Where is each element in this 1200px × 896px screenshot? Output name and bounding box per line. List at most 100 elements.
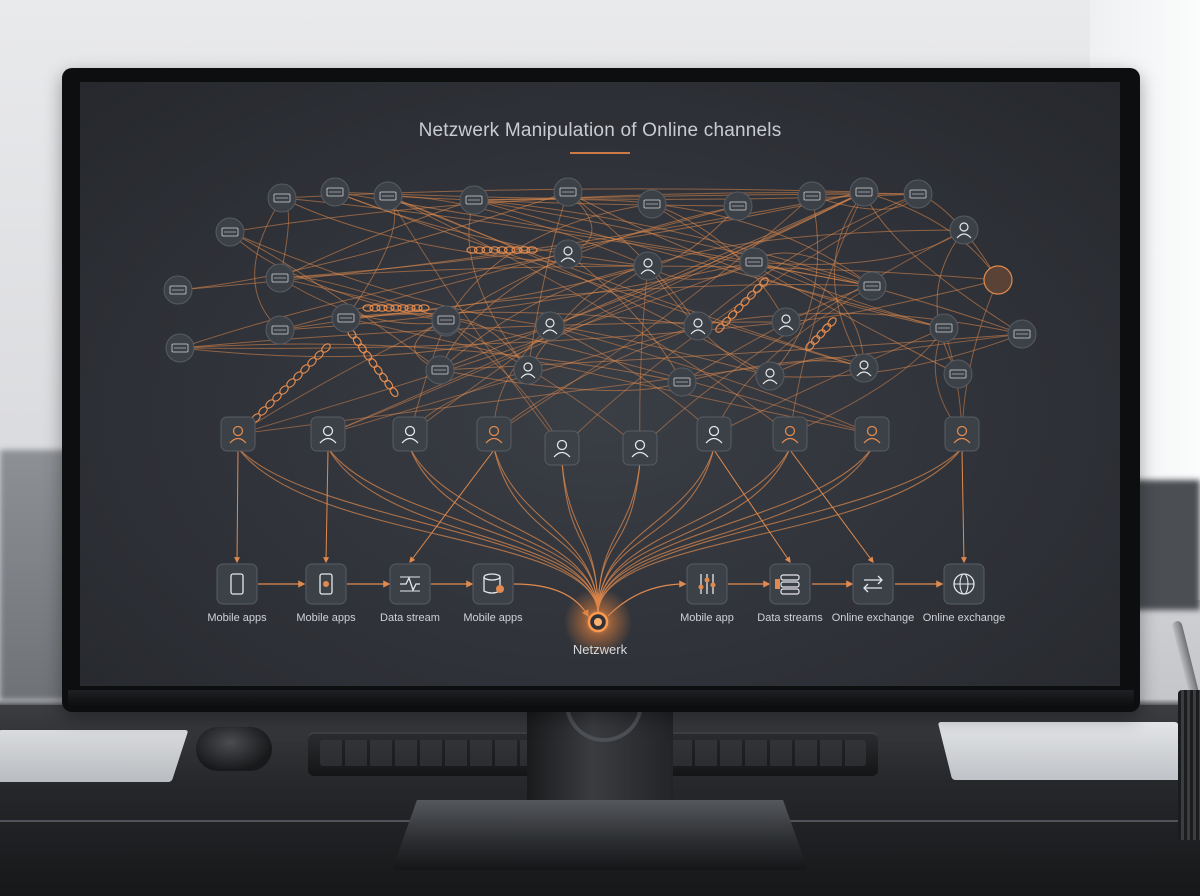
network-link [281, 197, 649, 267]
channel-node [265, 315, 295, 345]
channel-card [216, 563, 258, 605]
channel-node [739, 247, 769, 277]
network-link [179, 343, 683, 383]
channel-node [373, 181, 403, 211]
network-link [769, 195, 819, 377]
channel-node [929, 313, 959, 343]
network-links [177, 188, 1023, 618]
channel-card [852, 563, 894, 605]
hub-link [597, 447, 715, 615]
network-link [281, 197, 873, 287]
channel-card [305, 563, 347, 605]
background-shelf [0, 450, 70, 700]
channel-node [215, 217, 245, 247]
network-link [387, 195, 650, 267]
network-link [527, 263, 650, 371]
network-link [785, 278, 1000, 323]
profile-card [310, 416, 346, 452]
network-link [229, 231, 551, 327]
network-link [438, 367, 683, 392]
network-diagram [163, 177, 1037, 656]
chain-link-decoration [805, 317, 837, 351]
channel-label: Mobile apps [296, 612, 356, 624]
channel-node [431, 305, 461, 335]
network-link [472, 198, 945, 329]
channel-node [849, 177, 879, 207]
hub-link [237, 447, 599, 615]
network-link [445, 203, 653, 323]
channel-node [1007, 319, 1037, 349]
profile-card [854, 416, 890, 452]
profile-card [220, 416, 256, 452]
chain-link-decoration [362, 304, 430, 312]
network-link [769, 333, 1023, 378]
profile-card [696, 416, 732, 452]
channel-node [723, 191, 753, 221]
channel-node [165, 333, 195, 363]
hub-link [327, 447, 599, 615]
channel-node [903, 179, 933, 209]
hub-link [327, 447, 599, 615]
network-link [936, 229, 965, 375]
network-link [237, 333, 1023, 435]
network-link [863, 191, 1023, 335]
chain-link-decoration [347, 328, 399, 398]
person-icon [553, 239, 583, 269]
channel-node [553, 177, 583, 207]
channel-label: Mobile app [680, 612, 734, 624]
channel-node [267, 183, 297, 213]
network-link [468, 199, 529, 371]
drop-link [713, 449, 791, 563]
network-link [651, 203, 873, 287]
hub-link [493, 447, 599, 615]
network-link [387, 195, 563, 449]
channel-node [320, 177, 350, 207]
person-icon [553, 439, 571, 458]
channel-node [265, 263, 295, 293]
channel-card [943, 563, 985, 605]
profile-card [622, 430, 658, 466]
hub-link [409, 447, 599, 615]
hub-link [597, 447, 873, 615]
network-link [279, 284, 873, 331]
network-link [279, 199, 475, 279]
network-link [651, 203, 787, 323]
network-link [229, 231, 441, 371]
title-underline [570, 152, 630, 154]
background-chair [1130, 480, 1200, 610]
channel-card [389, 563, 431, 605]
monitor-stand-base [392, 800, 808, 870]
network-nodes [163, 177, 1037, 605]
person-icon [633, 251, 663, 281]
desk-paper-right [937, 722, 1193, 780]
profile-card [944, 416, 980, 452]
data-stream-icon [400, 576, 420, 592]
person-icon [953, 425, 971, 444]
channel-label: Data streams [757, 612, 823, 624]
drop-link [409, 449, 495, 563]
network-link [789, 327, 945, 435]
network-link [345, 311, 699, 327]
channel-card [472, 563, 514, 605]
network-link [327, 191, 865, 435]
network-link [387, 195, 740, 209]
network-link [327, 191, 865, 435]
hub-link [237, 447, 599, 615]
hub-link [597, 447, 963, 615]
mobile-app-icon [319, 573, 333, 595]
chain-link-decoration [251, 343, 331, 423]
network-link [639, 265, 649, 449]
person-icon [949, 215, 979, 245]
channel-node [163, 275, 193, 305]
channel-card [769, 563, 811, 605]
channel-node [857, 271, 887, 301]
drop-link [960, 449, 967, 564]
smartphone-icon [230, 573, 244, 595]
network-link [493, 195, 813, 435]
person-icon [705, 425, 723, 444]
network-link [445, 321, 641, 449]
hub-link [597, 447, 791, 615]
network-link [567, 253, 683, 384]
network-link [439, 253, 569, 371]
network-link [647, 229, 965, 267]
